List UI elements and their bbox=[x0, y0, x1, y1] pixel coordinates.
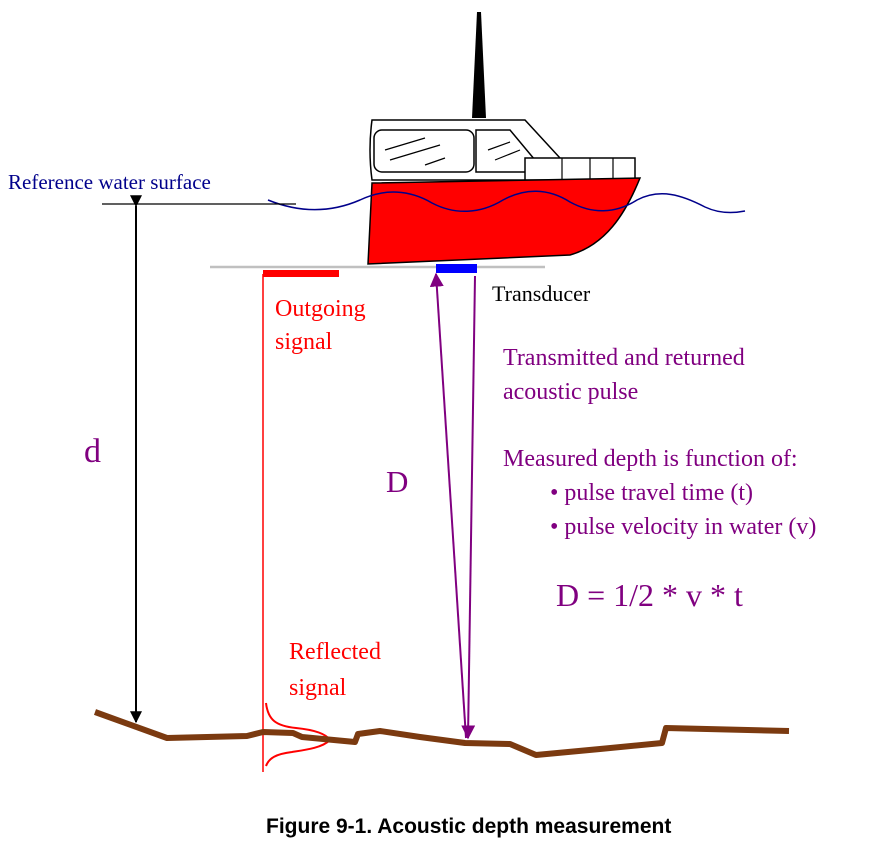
outgoing-signal-bar bbox=[263, 270, 339, 277]
outgoing-signal-label-1: Outgoing bbox=[275, 296, 366, 322]
boat-cabin bbox=[369, 119, 636, 181]
transducer bbox=[436, 264, 477, 273]
depth-formula: D = 1/2 * v * t bbox=[556, 577, 743, 613]
depth-d-label: d bbox=[84, 433, 101, 470]
boat-mast bbox=[472, 12, 486, 118]
reflected-signal-label-2: signal bbox=[289, 675, 347, 701]
reference-surface-label: Reference water surface bbox=[8, 170, 211, 194]
returned-pulse-arrow bbox=[429, 272, 467, 739]
outgoing-signal-label-2: signal bbox=[275, 329, 333, 355]
bullet-velocity: • pulse velocity in water (v) bbox=[550, 514, 816, 540]
seabed bbox=[93, 709, 790, 758]
bullet-travel-time: • pulse travel time (t) bbox=[550, 480, 753, 506]
pulse-label-1: Transmitted and returned bbox=[503, 345, 745, 371]
transducer-label: Transducer bbox=[492, 281, 591, 306]
boat-hull bbox=[367, 177, 642, 265]
figure-caption: Figure 9-1. Acoustic depth measurement bbox=[266, 815, 671, 838]
depth-D-label: D bbox=[386, 464, 408, 499]
pulse-label-2: acoustic pulse bbox=[503, 379, 638, 405]
reflected-signal-label-1: Reflected bbox=[289, 639, 381, 665]
transmitted-pulse-arrow bbox=[461, 275, 476, 740]
water-waves bbox=[267, 190, 746, 214]
function-heading: Measured depth is function of: bbox=[503, 446, 798, 472]
